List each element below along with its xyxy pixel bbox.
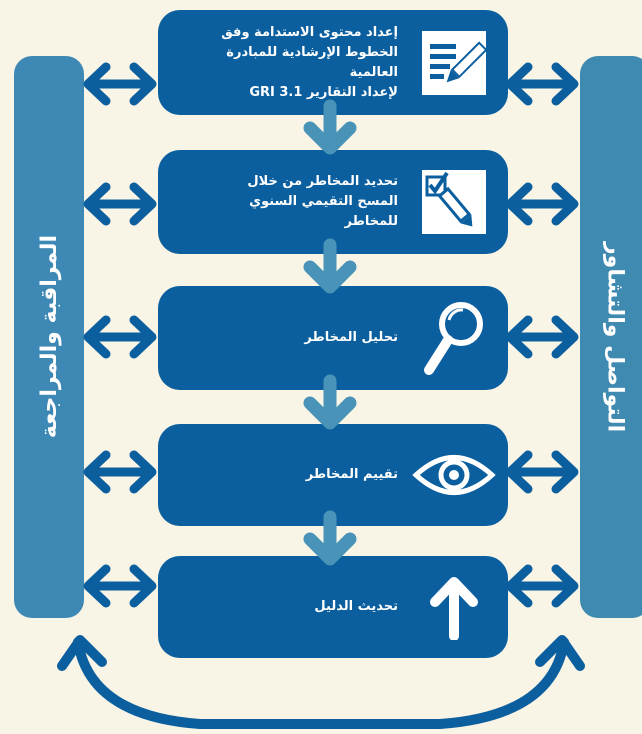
double-arrow-icon <box>88 320 152 354</box>
communication-consultation-bar: التواصل والتشاور <box>580 56 642 618</box>
step-analyze-risks: تحليل المخاطر <box>158 286 508 390</box>
flow-down-arrow-icon <box>310 381 350 423</box>
step-prepare-sustainability-content: إعداد محتوى الاستدامة وفق الخطوط الإرشاد… <box>158 10 508 115</box>
double-arrow-icon <box>88 569 152 603</box>
double-arrow-icon <box>88 455 152 489</box>
document-pen-icon <box>420 29 488 97</box>
checklist-pencil-icon <box>420 168 488 236</box>
double-arrow-icon <box>510 187 574 221</box>
magnifier-icon <box>420 302 488 375</box>
step-text: تحديد المخاطر من خلال المسح التقيمي السن… <box>247 174 398 229</box>
double-arrow-icon <box>510 455 574 489</box>
arrow-up-icon <box>420 573 488 641</box>
monitoring-review-bar: المراقبة والمراجعة <box>14 56 84 618</box>
step-evaluate-risks: تقييم المخاطر <box>158 424 508 526</box>
bottom-curved-arrows-icon <box>57 635 585 729</box>
double-arrow-icon <box>88 67 152 101</box>
double-arrow-icon <box>510 67 574 101</box>
flow-down-arrow-icon <box>310 245 350 287</box>
step-identify-risks: تحديد المخاطر من خلال المسح التقيمي السن… <box>158 150 508 254</box>
communication-consultation-label: التواصل والتشاور <box>602 241 628 433</box>
step-text: تقييم المخاطر <box>305 467 398 482</box>
step-text: إعداد محتوى الاستدامة وفق الخطوط الإرشاد… <box>221 24 398 100</box>
step-text: تحليل المخاطر <box>304 330 398 345</box>
flow-down-arrow-icon <box>310 106 350 148</box>
step-text: تحديث الدليل <box>314 599 398 614</box>
flow-down-arrow-icon <box>310 517 350 559</box>
double-arrow-icon <box>510 320 574 354</box>
eye-icon <box>412 441 496 509</box>
double-arrow-icon <box>88 187 152 221</box>
step-update-guide: تحديث الدليل <box>158 556 508 658</box>
double-arrow-icon <box>510 569 574 603</box>
